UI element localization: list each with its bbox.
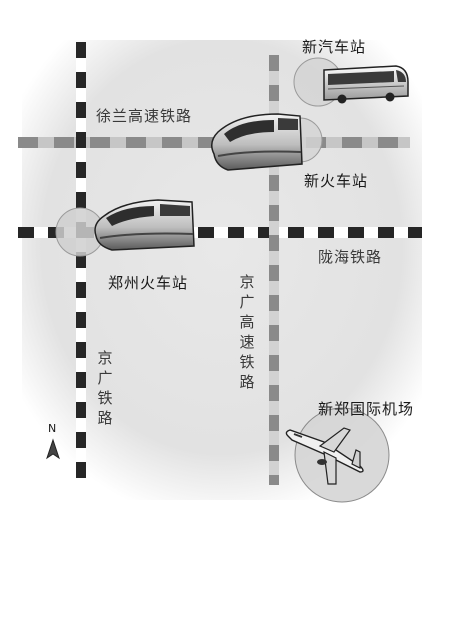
xulan-rail-label: 徐兰高速铁路 [96, 107, 193, 125]
airplane-icon [285, 427, 364, 485]
jingguang-rail-line [76, 42, 86, 490]
airport-label: 新郑国际机场 [318, 400, 415, 418]
north-label: N [48, 422, 57, 435]
zhengzhou-station-label: 郑州火车站 [108, 274, 189, 292]
high-speed-train-icon-upper [211, 113, 303, 171]
jingguang-rail-label: 京广铁路 [97, 349, 113, 427]
bus-station-label: 新汽车站 [302, 38, 367, 56]
bus-icon [323, 65, 409, 104]
high-speed-train-icon-lower [94, 199, 195, 251]
longhai-rail-label: 陇海铁路 [318, 248, 383, 266]
map-background [22, 40, 422, 500]
north-arrow-icon [46, 438, 60, 460]
new-train-station-label: 新火车站 [304, 172, 369, 190]
jingguang-hsr-label: 京广高速铁路 [239, 273, 255, 391]
